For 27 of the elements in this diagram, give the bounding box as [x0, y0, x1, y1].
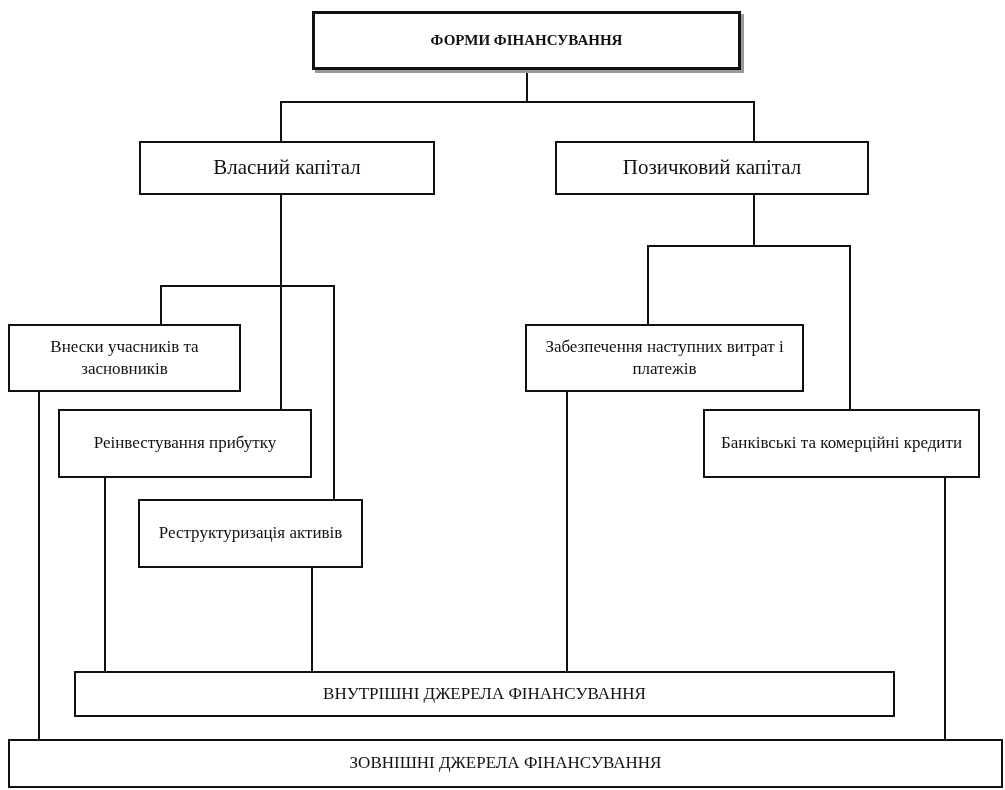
process-box: [58, 409, 312, 478]
box-text: Внески учасників та засновників: [49, 335, 200, 380]
box-text: Власний капітал: [213, 154, 361, 182]
connector-line: [311, 567, 313, 672]
process-box: [525, 324, 804, 392]
title-box: [312, 11, 741, 70]
category-box: [139, 141, 435, 195]
connector-line: [753, 194, 851, 410]
source-band: [74, 671, 895, 717]
title-text: ФОРМИ ФІНАНСУВАННЯ: [430, 30, 623, 50]
connector-line: [104, 477, 106, 672]
connector-line: [566, 391, 568, 672]
box-text: Забезпечення наступних витрат і платежів: [544, 335, 785, 380]
box-text: Банківські та комерційні кредити: [721, 432, 962, 455]
connector-line: [280, 194, 335, 500]
box-text: ЗОВНІШНІ ДЖЕРЕЛА ФІНАНСУВАННЯ: [349, 752, 662, 775]
box-text: ВНУТРІШНІ ДЖЕРЕЛА ФІНАНСУВАННЯ: [323, 682, 646, 705]
box-text: Позичковий капітал: [622, 154, 802, 182]
box-text: Реструктуризація активів: [158, 522, 343, 545]
process-box: [138, 499, 363, 568]
connector-line: [38, 391, 40, 740]
category-box: [555, 141, 869, 195]
process-box: [703, 409, 980, 478]
process-box: [8, 324, 241, 392]
box-text: Реінвестування прибутку: [93, 432, 277, 455]
connector-line: [944, 477, 946, 740]
source-band: [8, 739, 1003, 788]
